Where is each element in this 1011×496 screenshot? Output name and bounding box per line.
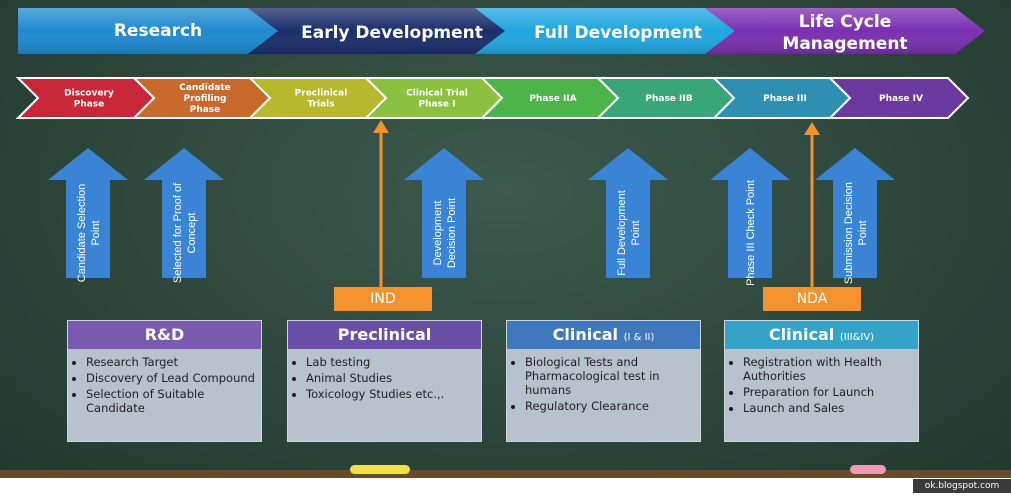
list-item: Animal Studies (306, 371, 481, 385)
chalk-pink (850, 465, 886, 474)
box-rnd: R&D Research Target Discovery of Lead Co… (67, 320, 262, 442)
list-item: Discovery of Lead Compound (86, 371, 261, 385)
box-rnd-title: R&D (144, 325, 185, 344)
box-clinical-1-2-list: Biological Tests and Pharmacological tes… (507, 355, 700, 413)
list-item: Biological Tests and Pharmacological tes… (525, 355, 700, 397)
box-preclinical-list: Lab testing Animal Studies Toxicology St… (288, 355, 481, 401)
phase-chevron-6: Phase IIB (595, 77, 738, 119)
box-rnd-header: R&D (68, 321, 261, 349)
stage-full-development: Full Development (475, 8, 735, 54)
decision-arrow-shape (710, 148, 790, 278)
phase-chevron-8: Phase IV (827, 77, 970, 119)
decision-arrow-label: Development (432, 201, 444, 266)
phase-label: Phase IV (879, 94, 923, 104)
phase-chevron-7: Phase III (711, 77, 854, 119)
ind-arrow (373, 120, 389, 288)
decision-arrow-label: Point (90, 220, 102, 245)
decision-arrow-shape (48, 148, 128, 278)
list-item: Lab testing (306, 355, 481, 369)
decision-arrow-shape (815, 148, 895, 278)
chalk-yellow (350, 465, 410, 474)
stage-early-development: Early Development (248, 8, 505, 54)
stage-full-development-label: Full Development (534, 23, 702, 43)
box-clinical-1-2-subtitle: (I & II) (623, 332, 655, 343)
box-rnd-list: Research Target Discovery of Lead Compou… (68, 355, 261, 415)
box-clinical-3-4: Clinical (III&IV) Registration with Heal… (724, 320, 919, 442)
box-clinical-1-2-title: Clinical (552, 325, 618, 344)
phase-label: Clinical Trial (406, 89, 468, 99)
stage-life-cycle-label-line1: Life Cycle (799, 12, 892, 32)
list-item: Toxicology Studies etc.,. (306, 387, 481, 401)
box-clinical-1-2-header: Clinical (I & II) (507, 321, 700, 349)
stage-life-cycle-label-line2: Management (782, 34, 907, 54)
list-item: Selection of Suitable Candidate (86, 387, 261, 415)
decision-arrow-label: Decision Point (446, 198, 458, 268)
watermark: ok.blogspot.com (913, 479, 1011, 493)
phase-label: Phase (74, 100, 105, 110)
decision-arrow-5: Phase III Check Point (710, 148, 790, 286)
list-item: Research Target (86, 355, 261, 369)
phase-label: Candidate (179, 83, 231, 93)
stage-early-development-label: Early Development (301, 23, 483, 43)
decision-arrow-label: Point (857, 220, 869, 245)
list-item: Registration with Health Authorities (743, 355, 918, 383)
phase-label: Discovery (64, 89, 114, 99)
nda-tag: NDA (763, 287, 861, 311)
phase-label: Phase IIA (529, 94, 576, 104)
bottom-strip (0, 478, 1011, 496)
decision-arrow-label: Point (630, 220, 642, 245)
decision-arrow-label: Candidate Selection (76, 184, 88, 282)
stage-research: Research (18, 8, 285, 54)
box-clinical-3-4-list: Registration with Health Authorities Pre… (725, 355, 918, 415)
decision-arrow-label: Submission Decision (843, 182, 855, 284)
box-preclinical-header: Preclinical (288, 321, 481, 349)
decision-arrow-label: Selected for Proof of (172, 182, 184, 283)
phase-label: Phase IIB (645, 94, 692, 104)
list-item: Preparation for Launch (743, 385, 918, 399)
box-preclinical-title: Preclinical (337, 325, 432, 344)
decision-arrow-label: Concept (186, 213, 198, 254)
phase-label: Profiling (184, 94, 227, 104)
phase-chevron-5: Phase IIA (479, 77, 622, 119)
ind-tag: IND (334, 287, 432, 311)
phase-label: Phase I (418, 100, 455, 110)
phase-label: Trials (307, 100, 334, 110)
phase-chevron-shape (827, 77, 970, 119)
stage-research-label: Research (114, 21, 202, 41)
box-clinical-1-2: Clinical (I & II) Biological Tests and P… (506, 320, 701, 442)
box-clinical-3-4-title: Clinical (768, 325, 835, 344)
decision-arrow-label: Full Development (616, 190, 628, 276)
decision-arrow-shape (588, 148, 668, 278)
list-item: Launch and Sales (743, 401, 918, 415)
list-item: Regulatory Clearance (525, 399, 700, 413)
decision-arrow-label: Phase III Check Point (745, 180, 757, 286)
box-preclinical: Preclinical Lab testing Animal Studies T… (287, 320, 482, 442)
stage-life-cycle-management: Life Cycle Management (705, 8, 985, 54)
chalkboard-ledge (0, 470, 1011, 480)
decision-arrow-shape (404, 148, 484, 278)
flow-diagram: Research Early Development Full Developm… (15, 8, 985, 288)
box-clinical-3-4-subtitle: (III&IV) (839, 332, 875, 343)
phase-label: Phase (190, 105, 221, 115)
nda-arrow (804, 122, 820, 288)
box-clinical-3-4-header: Clinical (III&IV) (725, 321, 918, 349)
decision-arrow-shape (144, 148, 224, 278)
phase-label: Preclinical (295, 89, 348, 99)
phase-label: Phase III (763, 94, 807, 104)
